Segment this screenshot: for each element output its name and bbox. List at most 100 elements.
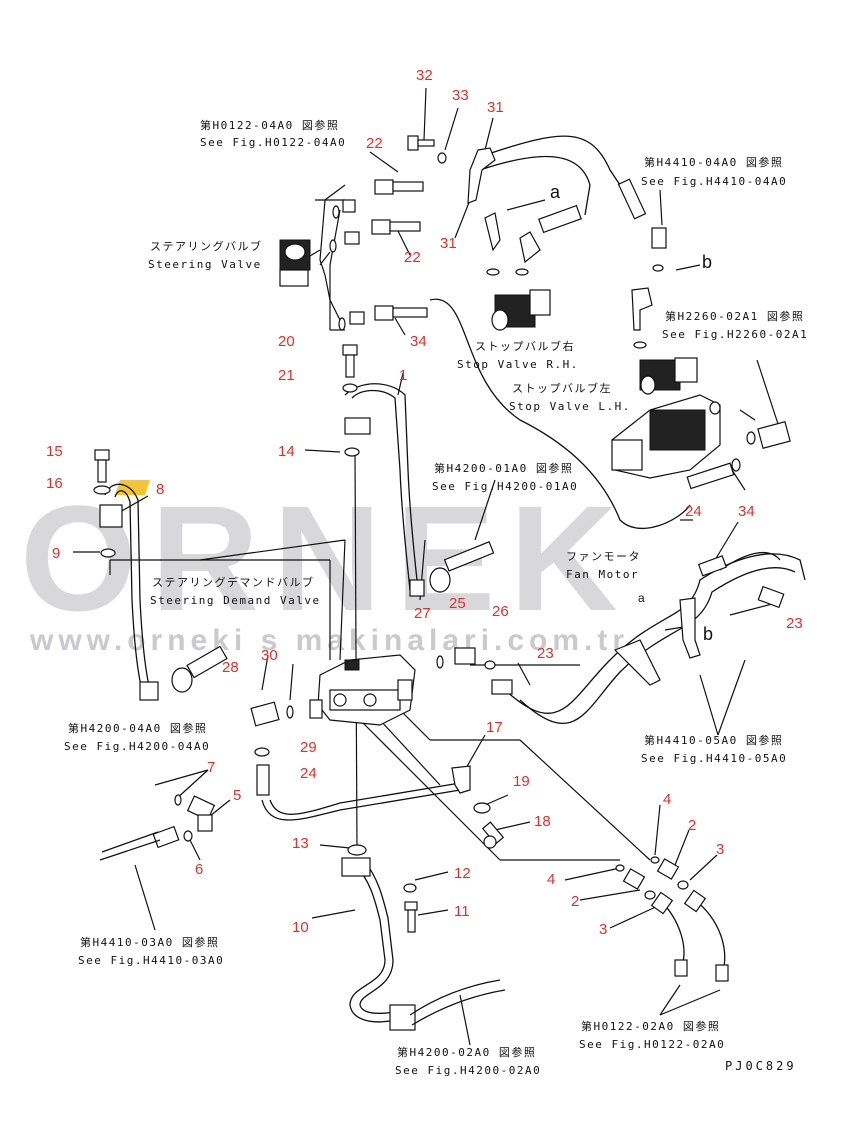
callout-16: 16 <box>46 475 63 492</box>
oring-3b <box>644 890 656 900</box>
oring-6 <box>183 830 193 842</box>
flange-8 <box>99 504 123 528</box>
fitting-fan <box>757 420 791 450</box>
callout-2-left: 2 <box>571 893 579 910</box>
callout-21: 21 <box>278 367 295 384</box>
tubing <box>104 135 806 1023</box>
fitting-24-lower <box>256 764 270 796</box>
elbow-26 <box>454 647 476 665</box>
letter-a-bottom: a <box>638 591 645 605</box>
callout-5: 5 <box>233 787 241 804</box>
ref-h0122-02a0-jp: 第H0122-02A0 図参照 <box>581 1019 720 1033</box>
bolt-32 <box>407 135 435 151</box>
ref-h4410-03a0-jp: 第H4410-03A0 図参照 <box>80 935 219 949</box>
callout-14: 14 <box>278 443 295 460</box>
callout-3-right: 3 <box>716 841 724 858</box>
letter-b-bottom: b <box>703 624 713 644</box>
callout-11: 11 <box>454 903 470 920</box>
callout-34-right: 34 <box>738 503 755 520</box>
elbow-upper-right <box>651 227 667 249</box>
bracket-clamp <box>613 639 661 686</box>
washer-21 <box>342 383 358 393</box>
fitting-27 <box>409 579 425 597</box>
callout-23-right: 23 <box>786 615 803 632</box>
callout-4-left: 4 <box>547 871 555 888</box>
nipple-2b <box>622 868 646 890</box>
callout-34-top: 34 <box>410 333 427 350</box>
ref-h0122-04a0-jp: 第H0122-04A0 図参照 <box>200 118 339 132</box>
oring-3a <box>677 880 689 890</box>
bolt-18 <box>481 821 505 849</box>
callout-7: 7 <box>207 759 215 776</box>
nipple-upper <box>342 199 356 213</box>
ref-h4200-01a0-en: See Fig.H4200-01A0 <box>432 480 578 493</box>
watermark-logo: ORNEK <box>20 474 632 642</box>
callout-30: 30 <box>261 647 278 664</box>
clamp-31 <box>467 147 496 204</box>
stop-valve-lh-jp: ストップバルブ左 <box>512 381 612 395</box>
elbow-28 <box>250 701 280 727</box>
oring-13 <box>347 844 367 856</box>
flange-1 <box>344 417 371 435</box>
callout-25: 25 <box>449 595 466 612</box>
callout-22-top: 22 <box>366 135 383 152</box>
ref-h4410-04a0-jp: 第H4410-04A0 図参照 <box>644 155 783 169</box>
callout-20: 20 <box>278 333 295 350</box>
steering-valve-solenoid <box>279 239 311 287</box>
callout-18: 18 <box>534 813 551 830</box>
callout-24-bottom: 24 <box>300 765 317 782</box>
hose-end-28 <box>139 645 228 701</box>
callout-8: 8 <box>156 481 164 498</box>
callout-15: 15 <box>46 443 63 460</box>
fitting-24-right <box>697 555 728 577</box>
stop-valve-lh <box>631 287 698 395</box>
fitting-22-upper <box>374 179 424 195</box>
callout-26: 26 <box>492 603 509 620</box>
fitting-22-lower <box>344 219 421 245</box>
callout-3-left: 3 <box>599 921 607 938</box>
bolt-20 <box>342 344 358 378</box>
steering-demand-en: Steering Demand Valve <box>150 594 321 607</box>
callout-31-top: 31 <box>487 99 504 116</box>
callout-31-bottom: 31 <box>440 235 457 252</box>
callout-27: 27 <box>414 605 431 622</box>
ref-h4410-03a0-en: See Fig.H4410-03A0 <box>78 954 224 967</box>
fan-motor <box>611 394 721 479</box>
watermark-url: www.orneki s makinalari.com.tr <box>29 624 629 657</box>
callout-23-mid: 23 <box>537 645 554 662</box>
washer-12 <box>403 883 417 893</box>
stop-valve-lh-en: Stop Valve L.H. <box>509 400 631 413</box>
ref-h0122-04a0-en: See Fig.H0122-04A0 <box>200 136 346 149</box>
fitting-25 <box>429 541 495 593</box>
steering-valve-jp: ステアリングバルブ <box>150 239 263 253</box>
fan-motor-jp: ファンモータ <box>566 550 641 563</box>
ref-h2260-02a1-jp: 第H2260-02A1 図参照 <box>665 309 804 323</box>
ref-h2260-02a1-en: See Fig.H2260-02A1 <box>662 328 808 341</box>
clamp-17 <box>451 765 471 794</box>
ref-h4410-05a0-en: See Fig.H4410-05A0 <box>641 752 787 765</box>
drawing-code: PJ0C829 <box>725 1059 797 1073</box>
washer-33 <box>437 152 447 164</box>
ref-h4410-05a0-jp: 第H4410-05A0 図参照 <box>644 733 783 747</box>
callout-6: 6 <box>195 861 203 878</box>
reference-labels: 第H0122-04A0 図参照 See Fig.H0122-04A0 ステアリン… <box>64 118 808 1077</box>
callout-17: 17 <box>486 719 503 736</box>
ref-h4200-01a0-jp: 第H4200-01A0 図参照 <box>434 461 573 475</box>
bracket-b <box>679 597 701 659</box>
bolt-15 <box>94 449 110 483</box>
callout-2-right: 2 <box>688 817 696 834</box>
watermark: ORNEK www.orneki s makinalari.com.tr <box>20 474 632 657</box>
flange-10 <box>341 857 371 877</box>
fitting-34-lower <box>686 462 735 490</box>
letter-a-top: a <box>550 182 561 202</box>
ref-h4200-04a0-jp: 第H4200-04A0 図参照 <box>68 721 207 735</box>
callout-4-right: 4 <box>663 791 671 808</box>
ref-h0122-02a0-en: See Fig.H0122-02A0 <box>579 1038 725 1051</box>
oring-30 <box>286 705 294 719</box>
fitting-upper-right <box>617 178 647 220</box>
callout-12: 12 <box>454 865 471 882</box>
stop-valve-rh-jp: ストップバルブ右 <box>475 339 575 353</box>
callout-9: 9 <box>52 545 60 562</box>
